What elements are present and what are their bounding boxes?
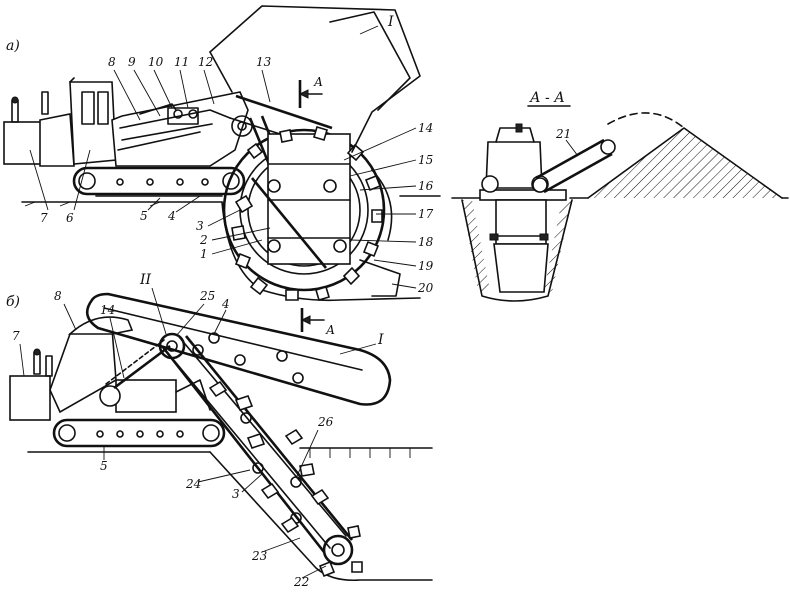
detail-II-label: II <box>139 272 152 288</box>
section-mark-label-b: А <box>325 323 335 337</box>
callout-a-10: 10 <box>148 55 164 69</box>
section-mark-a: А <box>298 75 323 108</box>
callout-a-3: 3 <box>196 219 204 233</box>
digging-chain-boom <box>158 332 363 578</box>
discharge-conveyor <box>532 138 616 194</box>
callout-a-14: 14 <box>418 121 433 135</box>
ground-line-b <box>27 447 433 582</box>
callout-b-23: 23 <box>251 549 268 563</box>
callout-b-7: 7 <box>12 329 20 343</box>
crawler-track-b <box>52 418 226 448</box>
callout-a-9: 9 <box>128 55 136 69</box>
callout-a-16: 16 <box>418 179 434 193</box>
detail-I-label-b: I <box>377 332 384 348</box>
callout-a-8: 8 <box>108 55 116 69</box>
trench-profile <box>461 199 573 302</box>
callout-a-12: 12 <box>198 55 213 69</box>
callout-a-17: 17 <box>418 207 434 221</box>
callout-b-14: 14 <box>100 303 115 317</box>
callout-b-24: 24 <box>185 477 201 491</box>
chain-conveyor-I <box>85 292 392 406</box>
spoil-pile <box>588 128 782 198</box>
callout-a-18: 18 <box>418 235 434 249</box>
callout-b-8: 8 <box>54 289 62 303</box>
callout-b-25: 25 <box>199 289 215 303</box>
callout-a-20: 20 <box>417 281 434 295</box>
callout-b-4: 4 <box>221 297 230 311</box>
view-b-label: б) <box>6 294 20 310</box>
callout-a-4: 4 <box>167 209 176 223</box>
engine-hood <box>3 91 75 167</box>
callout-a-11: 11 <box>174 55 189 69</box>
section-mark-label-a: А <box>313 75 323 89</box>
callout-a-2: 2 <box>199 233 208 247</box>
section-mark-b: А <box>300 308 335 337</box>
machine-cross-section <box>479 123 567 293</box>
callout-b-22: 22 <box>293 575 309 589</box>
callout-a-5: 5 <box>140 209 148 223</box>
detail-I-label-a: I <box>387 14 394 30</box>
view-a-label: а) <box>6 38 20 54</box>
view-b-chain-trencher: б) <box>6 272 433 589</box>
section-title: А - А <box>529 90 565 106</box>
callout-b-26: 26 <box>317 415 334 429</box>
rotor-wheel <box>222 126 401 301</box>
frame-body <box>111 91 249 167</box>
callout-21: 21 <box>555 127 571 141</box>
callout-a-7: 7 <box>40 211 48 225</box>
crawler-track-a <box>72 166 246 197</box>
callout-a-15: 15 <box>418 153 433 167</box>
callout-a-19: 19 <box>418 259 434 273</box>
callouts-view-a: 1 2 3 4 5 6 7 8 9 10 11 12 13 14 15 16 1… <box>29 55 434 295</box>
tractor-b <box>9 316 211 421</box>
callout-b-3: 3 <box>232 487 240 501</box>
callout-a-13: 13 <box>256 55 272 69</box>
callout-a-1: 1 <box>200 247 208 261</box>
callouts-view-b: 3 4 5 7 8 14 22 23 24 25 26 <box>12 289 334 589</box>
section-a-a: А - А <box>451 90 789 302</box>
operator-cab <box>69 77 117 165</box>
callout-b-5: 5 <box>100 459 108 473</box>
callout-a-6: 6 <box>66 211 74 225</box>
wheel-guard-I <box>209 5 421 153</box>
view-a-rotary-trencher: а) <box>3 5 441 302</box>
